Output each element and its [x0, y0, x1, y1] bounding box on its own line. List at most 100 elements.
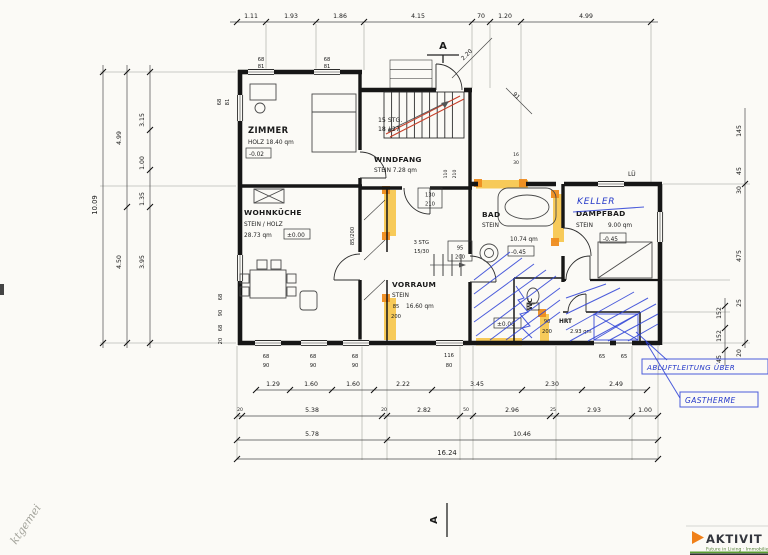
opening-size-label: 90 [218, 310, 224, 317]
room-name: HRT [559, 319, 572, 325]
room-name: VORRAUM [392, 280, 436, 289]
entrance-steps-icon [389, 59, 433, 89]
furniture [239, 83, 653, 311]
dim-label: 1.20 [498, 13, 512, 20]
window-icon [314, 68, 340, 76]
dim-label: 2.93 [587, 407, 601, 414]
dim-label: 4.15 [411, 13, 425, 20]
bottom-dimension-chains: 1.29 1.60 1.60 2.22 3.45 2.30 2.49 20 5.… [233, 353, 662, 463]
room-level: ±0.00 [497, 322, 515, 328]
dim-label: 1.00 [139, 156, 146, 170]
dim-label: 1.60 [346, 381, 360, 388]
dim-label: 1.11 [244, 13, 258, 20]
window-icon [301, 339, 327, 347]
room-name: DAMPFBAD [576, 209, 626, 218]
room-level: -0.45 [603, 237, 618, 243]
dim-label: 50 [463, 407, 469, 413]
dim-label: 20 [736, 349, 743, 357]
room-level: ±0.00 [287, 233, 305, 239]
vent-label: LÜ [628, 169, 636, 178]
opening-size-label: 116 [444, 353, 454, 359]
door-size-label: 200 [542, 329, 552, 335]
dim-label: 152 [716, 330, 723, 342]
handwritten-abluft: ABLUFTLEITUNG ÜBER [646, 363, 735, 372]
opening-size-label: 68 [258, 57, 265, 63]
section-markers: A A [427, 41, 459, 537]
desk-icon [249, 83, 277, 114]
room-labels: ZIMMER HOLZ 18.40 qm -0.02 WOHNKÜCHE STE… [244, 117, 636, 335]
dim-label-diagonal: 91 [511, 92, 521, 102]
opening-size-label: 68 [324, 57, 331, 63]
strike-through-line [572, 206, 645, 213]
opening-size-label: 65 [599, 354, 606, 360]
dim-label: 145 [736, 125, 743, 137]
room-name: WC [526, 298, 534, 310]
dim-label: 1.00 [638, 407, 652, 414]
dim-label: 16.24 [437, 449, 456, 457]
opening-size-label: 20 [218, 338, 224, 345]
opening-size-label: 85/200 [350, 227, 356, 245]
room-area: 9.00 qm [608, 223, 632, 229]
left-dimension-chains: 10.09 4.99 4.50 3.15 1.00 1.35 3.95 68 8… [91, 65, 231, 348]
handwritten-annotations: KELLER ABLUFTLEITUNG ÜBER GASTHERME [473, 197, 768, 408]
door-icon [567, 293, 587, 313]
door-icon [333, 253, 361, 281]
toilet-icon [526, 287, 540, 311]
opening-size-label: 200 [455, 255, 465, 261]
windows [236, 68, 664, 347]
dim-label: 1.35 [139, 192, 146, 206]
door-icon [562, 227, 592, 257]
window-icon [436, 339, 463, 347]
top-dimension-chain: 1.11 1.93 1.86 4.15 70 1.20 4.99 2.20 91 [230, 13, 658, 115]
stair-label: 15 STG. [378, 117, 402, 124]
room-area: 16.60 qm [406, 304, 434, 310]
opening-size-label: 110 [443, 170, 449, 179]
dim-label: 20 [237, 407, 243, 413]
window-icon [255, 339, 281, 347]
staircase-main [383, 59, 465, 139]
dim-label: 152 [716, 307, 723, 319]
dim-label: 30 [736, 186, 743, 194]
stair-ratio-label: 18 / 27 [378, 126, 400, 133]
dim-label: 2.82 [417, 407, 431, 414]
dim-label: 2.30 [545, 381, 559, 388]
dim-label: 3.45 [470, 381, 484, 388]
room-level: -0.02 [249, 152, 264, 158]
dim-label: 70 [477, 13, 485, 20]
window-icon [236, 95, 244, 121]
lounger-icon [597, 241, 653, 279]
dim-label: 25 [550, 407, 556, 413]
opening-size-label: 81 [225, 99, 231, 106]
room-name: BAD [482, 210, 500, 219]
opening-size-label: 210 [425, 202, 435, 208]
room-area: 2.93 qm [570, 329, 592, 335]
section-marker-bottom: A [429, 516, 440, 524]
room-spec: STEIN / HOLZ [244, 222, 283, 228]
logo-name: AKTIVIT [706, 532, 763, 546]
room-name: ZIMMER [248, 125, 289, 135]
dim-label: 1.86 [333, 13, 347, 20]
scan-speck [0, 284, 4, 295]
logo: AKTIVIT Future in Living · Immobilien [686, 525, 768, 555]
dim-label: 5.38 [305, 407, 319, 414]
opening-size-label: 95 [457, 246, 464, 252]
armchair-icon [299, 290, 318, 311]
bed-icon [311, 93, 357, 153]
logo-bar-dark [690, 553, 768, 555]
opening-size-label: 80 [446, 363, 453, 369]
dim-label: 2.96 [505, 407, 519, 414]
dim-label: 1.60 [304, 381, 318, 388]
staircase-small [430, 254, 466, 276]
opening-size-label: 81 [258, 64, 265, 70]
dim-label: 3.95 [139, 255, 146, 269]
door-icon [435, 63, 463, 91]
opening-size-label: 68 [263, 354, 270, 360]
logo-icon [692, 531, 704, 544]
sink-icon [479, 243, 499, 263]
window-icon [598, 180, 624, 188]
room-spec: STEIN [482, 223, 499, 229]
opening-size-label: 85 [393, 304, 400, 310]
opening-size-label: 65 [621, 354, 628, 360]
